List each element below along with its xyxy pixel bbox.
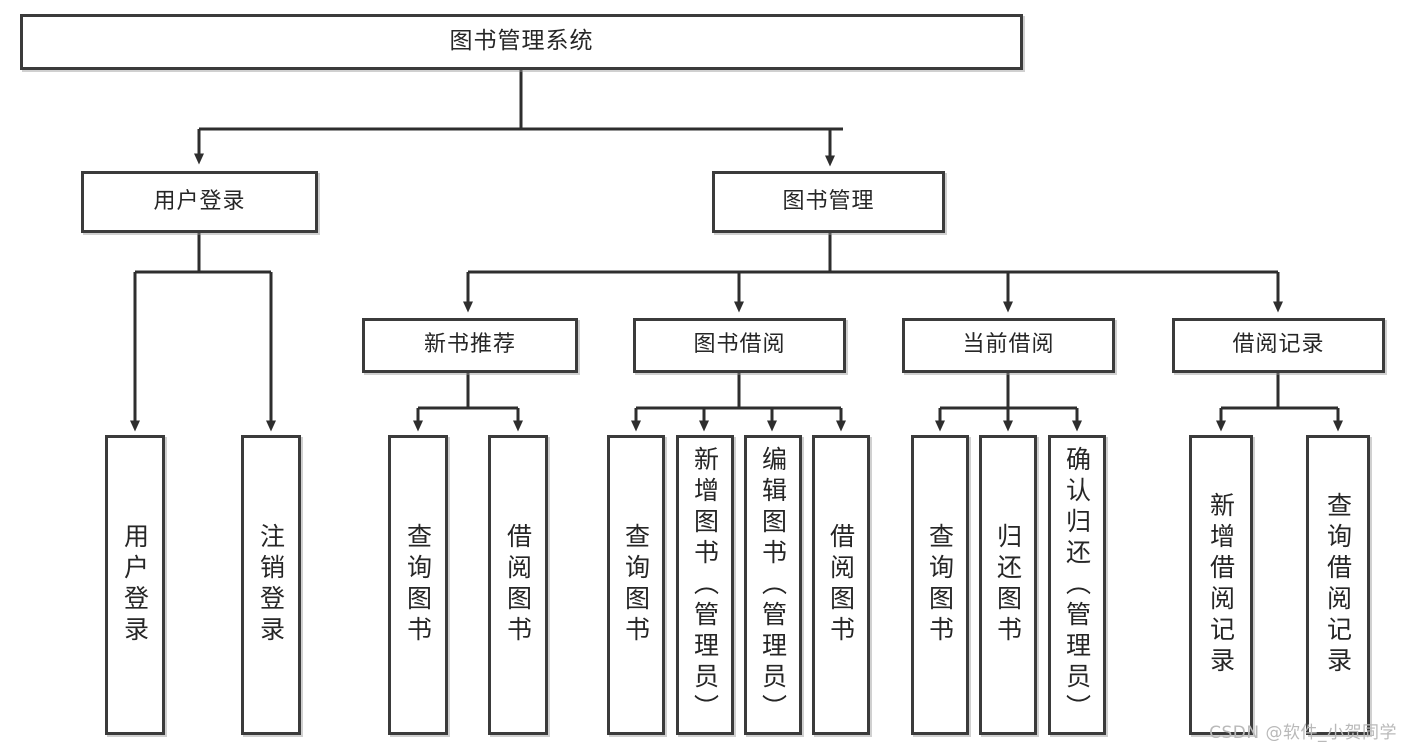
leaf-query-book-3-label: 查询图书 bbox=[925, 523, 955, 647]
leaf-confirm-return[interactable]: 确认归还（管理员） bbox=[1048, 435, 1106, 735]
node-current-borrow-label: 当前借阅 bbox=[962, 332, 1055, 358]
node-book-borrow[interactable]: 图书借阅 bbox=[633, 318, 846, 373]
leaf-edit-book-label: 编辑图书（管理员） bbox=[758, 445, 788, 725]
node-root[interactable]: 图书管理系统 bbox=[20, 14, 1023, 70]
leaf-query-book-1-label: 查询图书 bbox=[403, 523, 433, 647]
leaf-confirm-return-label: 确认归还（管理员） bbox=[1062, 445, 1092, 725]
leaf-user-logout-label: 注销登录 bbox=[256, 523, 286, 647]
leaf-borrow-book-2[interactable]: 借阅图书 bbox=[812, 435, 870, 735]
node-book-manage[interactable]: 图书管理 bbox=[712, 171, 945, 233]
leaf-query-record[interactable]: 查询借阅记录 bbox=[1306, 435, 1370, 735]
leaf-add-book[interactable]: 新增图书（管理员） bbox=[676, 435, 734, 735]
leaf-user-logout[interactable]: 注销登录 bbox=[241, 435, 301, 735]
node-book-manage-label: 图书管理 bbox=[782, 188, 875, 214]
node-user-login-label: 用户登录 bbox=[153, 188, 246, 214]
leaf-query-book-2-label: 查询图书 bbox=[621, 523, 651, 647]
leaf-return-book[interactable]: 归还图书 bbox=[979, 435, 1037, 735]
node-current-borrow[interactable]: 当前借阅 bbox=[902, 318, 1115, 373]
leaf-borrow-book-1-label: 借阅图书 bbox=[503, 523, 533, 647]
leaf-return-book-label: 归还图书 bbox=[993, 523, 1023, 647]
node-book-borrow-label: 图书借阅 bbox=[693, 332, 786, 358]
leaf-add-book-label: 新增图书（管理员） bbox=[690, 445, 720, 725]
node-root-label: 图书管理系统 bbox=[449, 28, 594, 55]
leaf-query-record-label: 查询借阅记录 bbox=[1323, 492, 1353, 678]
leaf-borrow-book-2-label: 借阅图书 bbox=[826, 523, 856, 647]
leaf-user-login[interactable]: 用户登录 bbox=[105, 435, 165, 735]
leaf-borrow-book-1[interactable]: 借阅图书 bbox=[488, 435, 548, 735]
leaf-user-login-label: 用户登录 bbox=[120, 523, 150, 647]
node-borrow-record[interactable]: 借阅记录 bbox=[1172, 318, 1385, 373]
node-borrow-record-label: 借阅记录 bbox=[1232, 332, 1325, 358]
leaf-query-book-1[interactable]: 查询图书 bbox=[388, 435, 448, 735]
leaf-edit-book[interactable]: 编辑图书（管理员） bbox=[744, 435, 802, 735]
leaf-add-record-label: 新增借阅记录 bbox=[1206, 492, 1236, 678]
node-new-book-recommend[interactable]: 新书推荐 bbox=[362, 318, 578, 373]
node-user-login[interactable]: 用户登录 bbox=[81, 171, 318, 233]
leaf-add-record[interactable]: 新增借阅记录 bbox=[1189, 435, 1253, 735]
leaf-query-book-2[interactable]: 查询图书 bbox=[607, 435, 665, 735]
node-new-book-recommend-label: 新书推荐 bbox=[423, 332, 516, 358]
csdn-watermark: CSDN @软件_小贺同学 bbox=[1209, 723, 1397, 743]
leaf-query-book-3[interactable]: 查询图书 bbox=[911, 435, 969, 735]
